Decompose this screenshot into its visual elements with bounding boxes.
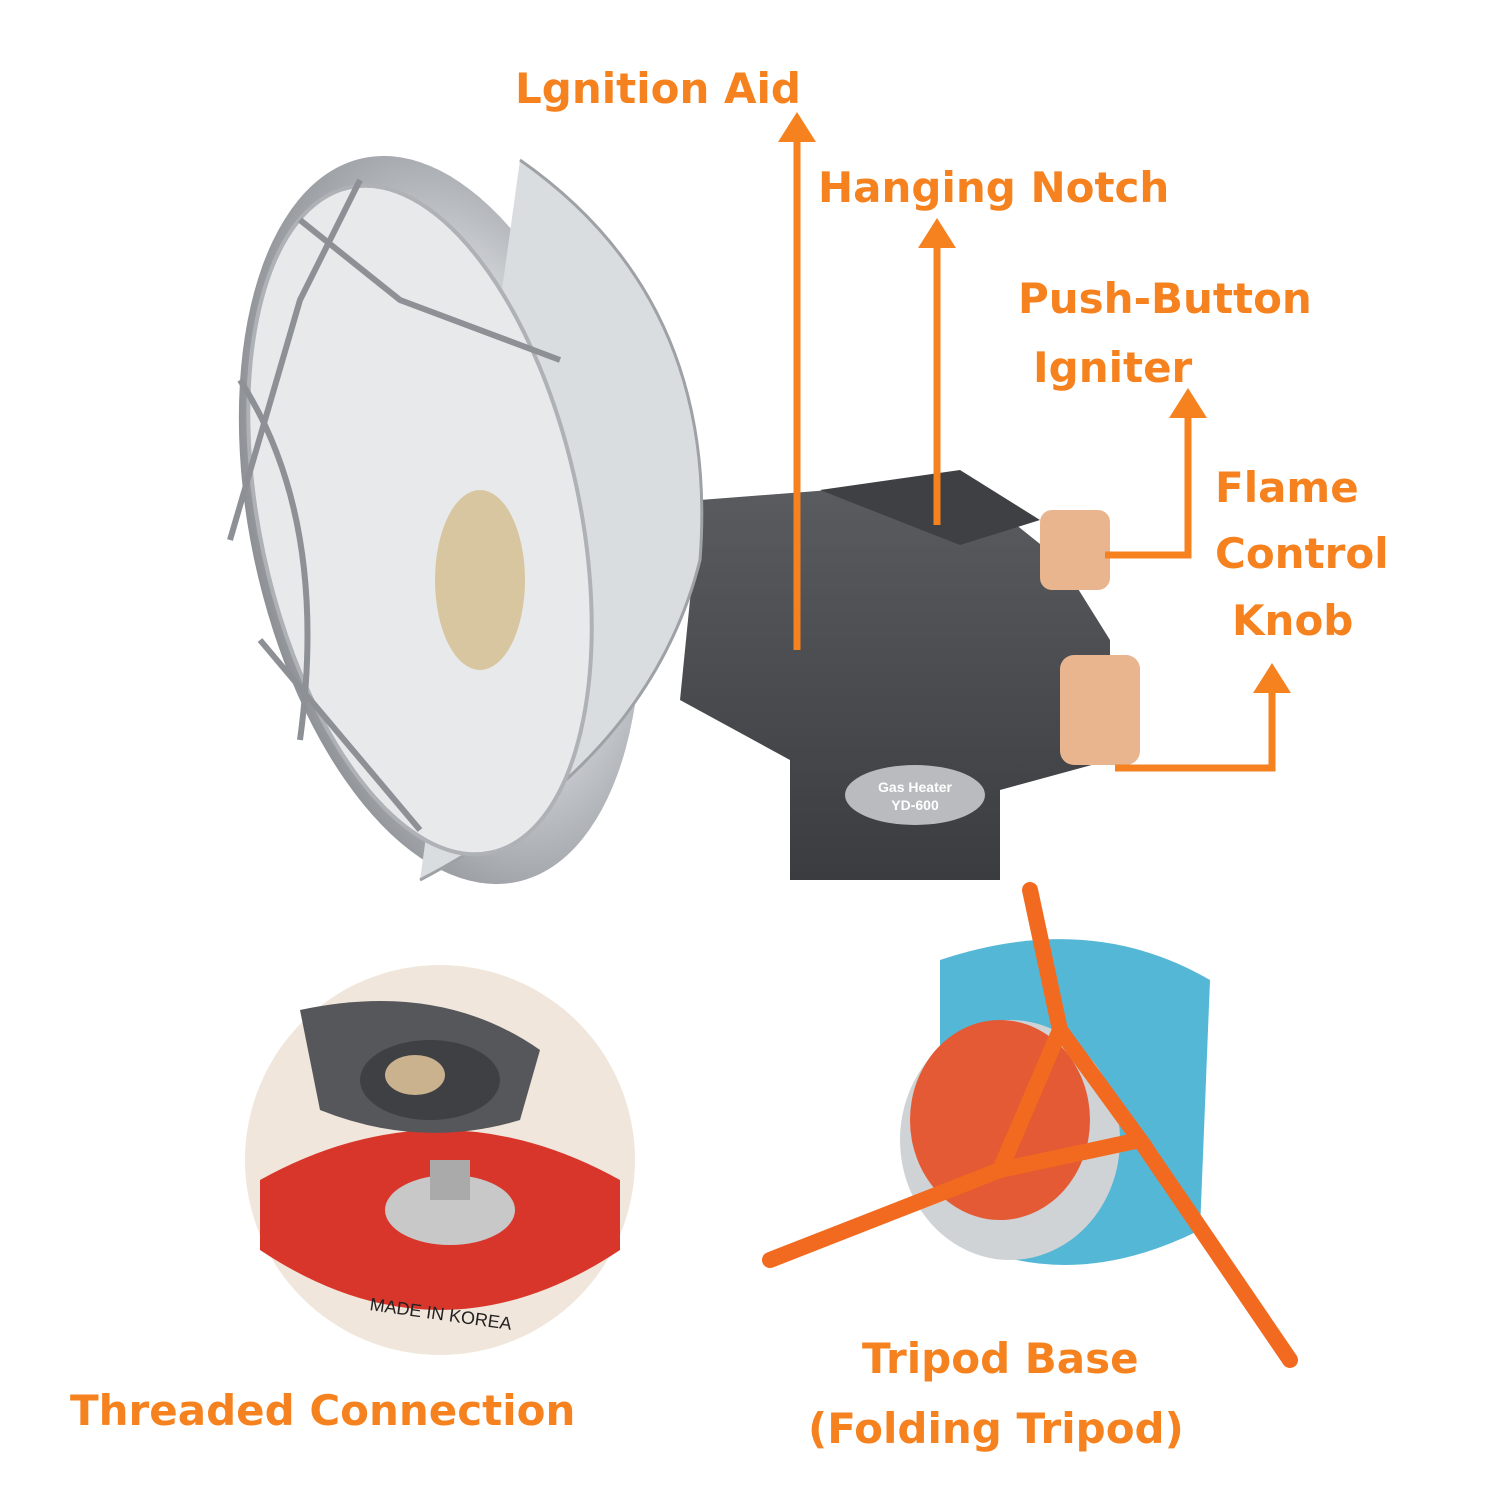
threaded-connection-photo: MADE IN KOREA xyxy=(245,965,635,1355)
push-button-igniter xyxy=(1040,510,1110,590)
label-igniter: Igniter xyxy=(1033,343,1193,392)
burner-plate xyxy=(435,490,525,670)
arrowhead-flame-knob xyxy=(1253,663,1291,693)
label-push-button: Push-Button xyxy=(1018,274,1312,323)
badge-model: YD-600 xyxy=(891,797,939,813)
label-folding-tripod: (Folding Tripod) xyxy=(808,1404,1184,1453)
callout-arrows xyxy=(793,135,1276,772)
label-hanging-notch: Hanging Notch xyxy=(818,163,1170,212)
arrowhead-hanging-notch xyxy=(918,218,956,248)
arrowhead-push-button xyxy=(1169,388,1207,418)
label-knob: Knob xyxy=(1232,596,1354,645)
badge-name: Gas Heater xyxy=(878,779,952,795)
hanging-notch xyxy=(820,470,1040,545)
arrow-push-button xyxy=(1105,410,1192,559)
label-threaded-connection: Threaded Connection xyxy=(70,1386,576,1435)
folding-tripod xyxy=(762,882,1298,1368)
arrowhead-ignition-aid xyxy=(778,112,816,142)
reflector-dome xyxy=(227,155,704,885)
heater-body: Gas Heater YD-600 xyxy=(680,470,1140,880)
model-badge xyxy=(845,765,985,825)
label-tripod-base: Tripod Base xyxy=(862,1334,1139,1383)
label-control: Control xyxy=(1215,529,1389,578)
arrowheads xyxy=(778,112,1291,693)
wire-guard xyxy=(227,178,562,832)
label-flame: Flame xyxy=(1215,463,1359,512)
flame-control-knob xyxy=(1060,655,1140,765)
label-ignition-aid: Lgnition Aid xyxy=(515,64,801,113)
arrow-flame-knob xyxy=(1115,685,1276,772)
tripod-canister-photo xyxy=(762,882,1298,1368)
